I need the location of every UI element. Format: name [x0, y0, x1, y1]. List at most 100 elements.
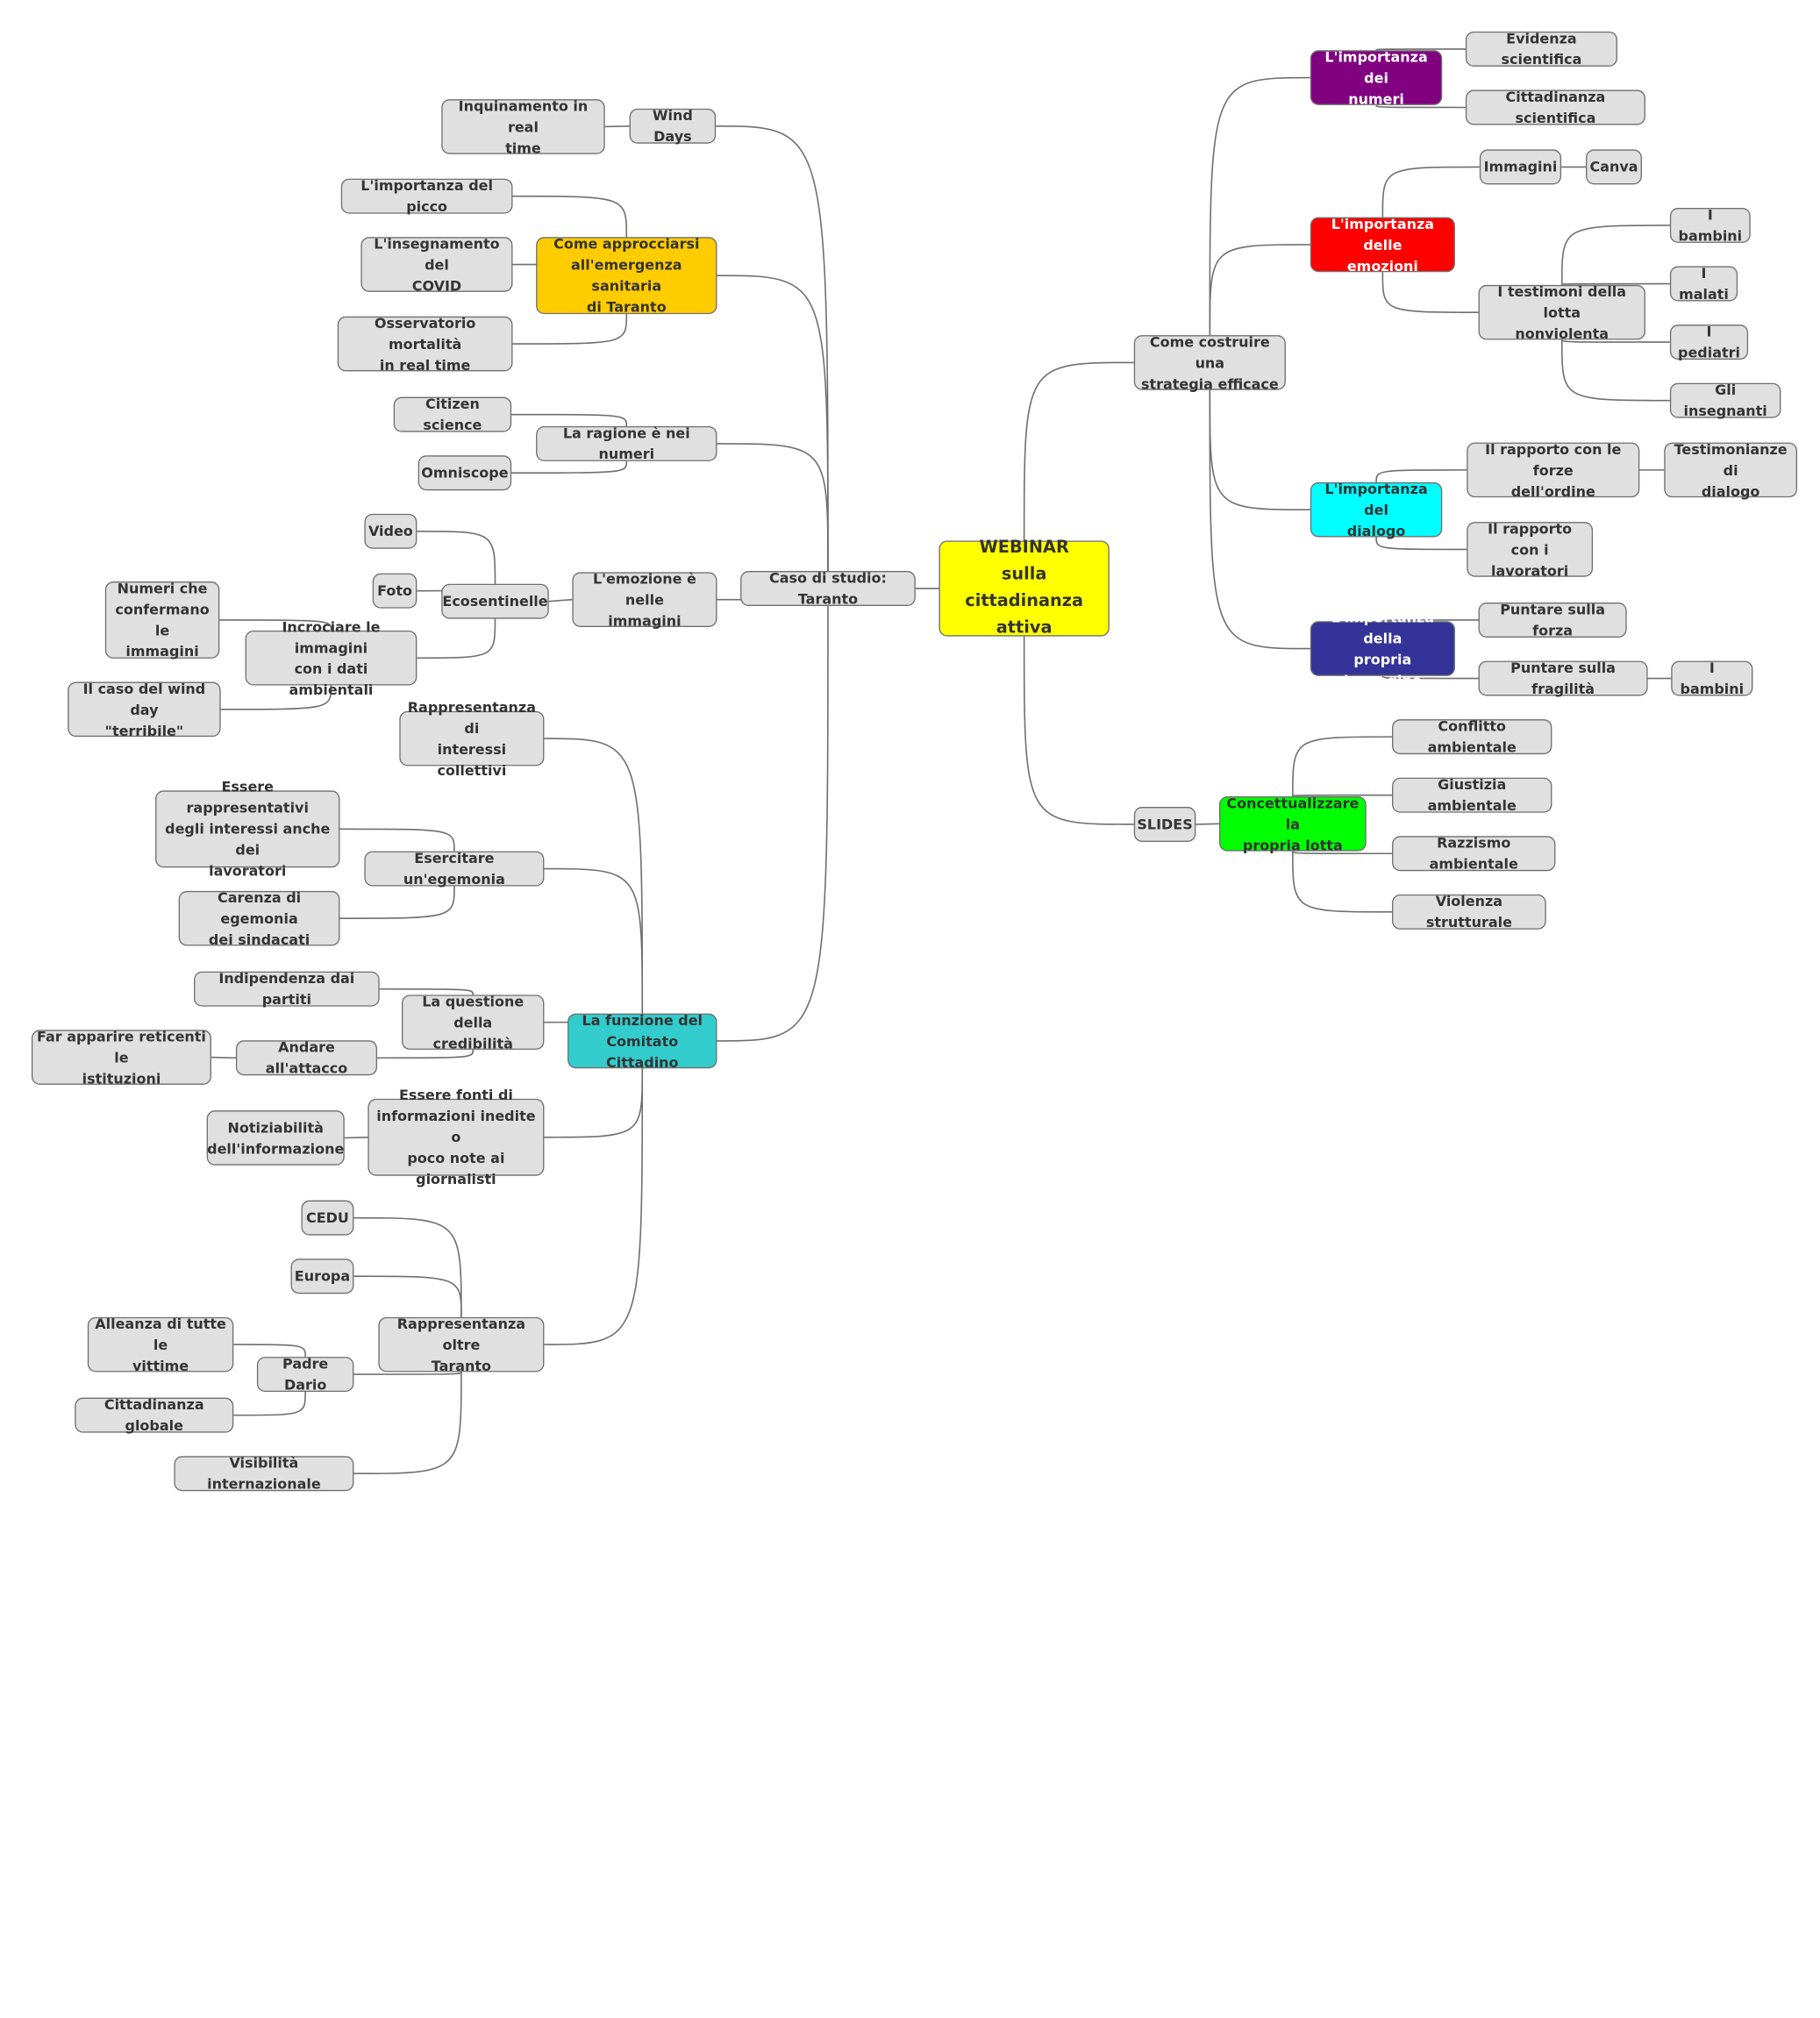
connector-emergenza-osservatorio: [512, 314, 628, 345]
connector-incrociare-numeriConf: [219, 619, 332, 631]
node-slides[interactable]: SLIDES: [1133, 806, 1196, 842]
node-razzismo[interactable]: Razzismo ambientale: [1392, 835, 1556, 873]
node-credibilita[interactable]: La questione della credibilità: [402, 993, 545, 1052]
node-testimoni[interactable]: I testimoni della lotta nonviolenta: [1478, 283, 1645, 341]
connector-rappTaranto-visibilita: [353, 1372, 462, 1475]
connector-ragione-citizen: [511, 413, 628, 426]
node-pediatri[interactable]: I pediatri: [1669, 324, 1749, 360]
node-evidenza[interactable]: Evidenza scientifica: [1465, 31, 1617, 68]
connector-emozione-ecosentinelle: [548, 598, 573, 603]
node-wind-day-terribile[interactable]: Il caso del wind day "terribile": [68, 681, 221, 738]
connector-caso-windDays: [716, 125, 829, 572]
node-imp-numeri[interactable]: L'importanza dei numeri: [1310, 48, 1443, 107]
node-foto[interactable]: Foto: [372, 573, 418, 609]
connector-funzione-rappInteressi: [544, 738, 644, 1014]
connector-padreDario-alleanza: [233, 1344, 306, 1358]
connector-impNumeri-cittScientifica: [1375, 104, 1466, 109]
connector-ecosentinelle-incrociare: [417, 618, 496, 660]
node-giustizia[interactable]: Giustizia ambientale: [1392, 776, 1552, 814]
node-osservatorio[interactable]: Osservatorio mortalità in real time: [337, 315, 513, 373]
connector-strategia-impEmozioni: [1209, 244, 1310, 336]
node-numeri-conf[interactable]: Numeri che confermano le immagini: [104, 581, 220, 660]
node-emozione[interactable]: L'emozione è nelle immagini: [572, 570, 717, 629]
node-egemonia[interactable]: Esercitare un'egemonia: [364, 850, 545, 888]
node-video[interactable]: Video: [364, 513, 418, 549]
node-wind-days[interactable]: Wind Days: [629, 107, 717, 145]
node-visibilita[interactable]: Visibilità internazionale: [174, 1455, 354, 1493]
node-funzione[interactable]: La funzione del Comitato Cittadino: [567, 1012, 717, 1070]
node-insegnanti[interactable]: Gli insegnanti: [1669, 381, 1781, 419]
connector-strategia-impImmagine: [1209, 389, 1310, 650]
node-malati[interactable]: I malati: [1669, 265, 1738, 303]
node-imp-immagine[interactable]: L'importanza della propria immagine: [1310, 609, 1455, 688]
connector-funzione-egemonia: [544, 867, 644, 1014]
node-notiziabilita[interactable]: Notiziabilità dell'informazione: [206, 1110, 345, 1166]
connector-funzione-fonti: [544, 1068, 644, 1138]
node-carenza[interactable]: Carenza di egemonia dei sindacati: [178, 889, 340, 947]
connector-impDialogo-lavoratori: [1375, 537, 1467, 551]
connector-ragione-omniscope: [511, 460, 628, 474]
connector-rappTaranto-cedu: [353, 1216, 462, 1317]
node-citt-scientifica[interactable]: Cittadinanza scientifica: [1465, 89, 1645, 126]
node-imp-emozioni[interactable]: L'importanza delle emozioni: [1310, 216, 1455, 274]
node-bambini-1[interactable]: I bambini: [1669, 207, 1751, 244]
connector-egemonia-carenza: [339, 886, 455, 919]
connector-impDialogo-forzeOrdine: [1375, 469, 1467, 482]
connector-caso-emergenza: [717, 275, 829, 572]
node-padre-dario[interactable]: Padre Dario: [256, 1356, 354, 1393]
node-rapp-taranto[interactable]: Rappresentanza oltre Taranto: [378, 1316, 545, 1373]
node-fragilita[interactable]: Puntare sulla fragilità: [1478, 660, 1648, 697]
connector-strategia-impNumeri: [1209, 76, 1310, 336]
node-ecosentinelle[interactable]: Ecosentinelle: [441, 583, 549, 619]
node-indipendenza[interactable]: Indipendenza dai partiti: [194, 970, 380, 1008]
node-picco[interactable]: L'importanza del picco: [340, 177, 513, 215]
connector-concettualizzare-giustizia: [1292, 794, 1393, 797]
node-omniscope[interactable]: Omniscope: [418, 455, 512, 491]
node-alleanza[interactable]: Alleanza di tutte le vittime: [87, 1316, 234, 1373]
node-lavoratori[interactable]: Il rapporto con i lavoratori: [1467, 520, 1594, 579]
node-attacco[interactable]: Andare all'attacco: [235, 1039, 378, 1077]
node-europa[interactable]: Europa: [290, 1259, 354, 1294]
node-caso[interactable]: Caso di studio: Taranto: [740, 570, 916, 607]
node-conflitto[interactable]: Conflitto ambientale: [1392, 718, 1552, 755]
connector-egemonia-essereRapp: [339, 828, 455, 852]
node-rapp-interessi[interactable]: Rappresentanza di interessi collettivi: [399, 699, 545, 778]
connector-impNumeri-evidenza: [1375, 48, 1466, 51]
node-citizen[interactable]: Citizen science: [393, 396, 512, 433]
node-canva[interactable]: Canva: [1586, 149, 1642, 185]
node-incrociare[interactable]: Incrociare le immagini con i dati ambien…: [245, 618, 418, 698]
connector-ecosentinelle-video: [417, 530, 496, 584]
node-concettualizzare[interactable]: Concettualizzare la propria lotta: [1218, 795, 1367, 853]
connector-testimoni-bambini1: [1560, 225, 1670, 285]
node-root[interactable]: WEBINAR sulla cittadinanza attiva: [939, 538, 1110, 638]
node-forza[interactable]: Puntare sulla forza: [1478, 602, 1627, 638]
connector-concettualizzare-violenza: [1292, 851, 1393, 913]
node-testimonianze[interactable]: Testimonianze di dialogo: [1664, 441, 1798, 499]
node-reticenti[interactable]: Far apparire reticenti le istituzioni: [31, 1028, 211, 1087]
connector-testimoni-insegnanti: [1560, 339, 1670, 402]
node-fonti[interactable]: Essere fonti di informazioni inedite o p…: [368, 1087, 545, 1187]
node-cedu[interactable]: CEDU: [301, 1200, 354, 1236]
node-inquinamento[interactable]: Inquinamento in real time: [441, 97, 605, 156]
node-ragione[interactable]: La ragione è nei numeri: [536, 425, 717, 462]
node-citt-globale[interactable]: Cittadinanza globale: [75, 1396, 234, 1434]
node-violenza[interactable]: Violenza strutturale: [1392, 894, 1546, 931]
node-forze-ordine[interactable]: Il rapporto con le forze dell'ordine: [1467, 441, 1640, 499]
node-immagini[interactable]: Immagini: [1479, 149, 1562, 185]
connector-credibilita-indipendenza: [379, 988, 475, 995]
connector-padreDario-cittGlobale: [233, 1392, 306, 1416]
node-emergenza[interactable]: Come approcciarsi all'emergenza sanitari…: [536, 236, 717, 315]
connector-caso-ragione: [717, 443, 829, 572]
node-covid[interactable]: L'insegnamento del COVID: [360, 235, 513, 294]
node-imp-dialogo[interactable]: L'importanza del dialogo: [1310, 481, 1443, 538]
connector-caso-funzione: [717, 605, 829, 1042]
node-essere-rapp[interactable]: Essere rappresentativi degli interessi a…: [155, 779, 340, 880]
connector-rappTaranto-europa: [353, 1275, 462, 1317]
node-strategia[interactable]: Come costruire una strategia efficace: [1133, 333, 1286, 392]
connector-emergenza-picco: [512, 195, 628, 238]
connector-testimoni-malati: [1560, 282, 1670, 286]
connector-root-slides: [1023, 636, 1134, 825]
connector-root-strategia: [1023, 361, 1134, 541]
node-bambini-2[interactable]: I bambini: [1671, 660, 1753, 697]
